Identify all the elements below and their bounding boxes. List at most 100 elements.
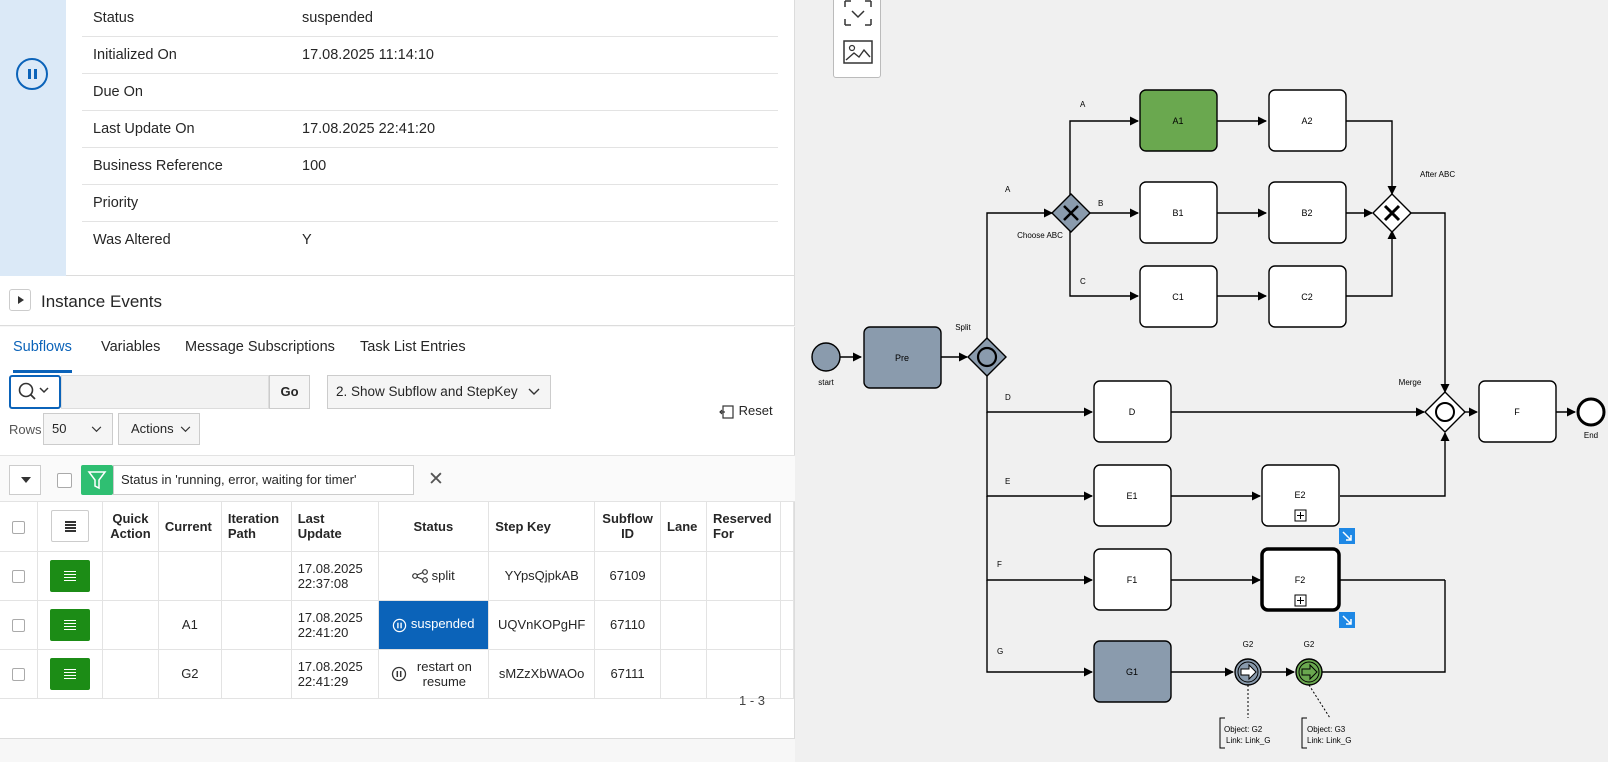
annotation-line: Object: G2	[1224, 725, 1263, 734]
status-strip	[0, 0, 66, 276]
task-a1-label: A1	[1172, 116, 1183, 126]
gateway-split[interactable]	[967, 337, 1007, 377]
header-step-key[interactable]: Step Key	[488, 502, 596, 552]
tab-subflows[interactable]: Subflows	[13, 339, 72, 373]
column-menu-button[interactable]	[51, 510, 90, 543]
merge-label: Merge	[1399, 378, 1422, 387]
link-throw-event-g2[interactable]	[1234, 658, 1262, 686]
tab-task-list-entries[interactable]: Task List Entries	[360, 339, 466, 355]
table-row: G2 17.08.2025 22:41:29 restart on resume…	[0, 649, 795, 699]
search-input[interactable]	[61, 375, 269, 409]
detail-label: Due On	[93, 84, 143, 100]
reset-button[interactable]: Reset	[719, 403, 773, 419]
drilldown-icon[interactable]	[1339, 612, 1355, 628]
task-a2[interactable]: A2	[1268, 89, 1347, 152]
task-b2[interactable]: B2	[1268, 181, 1347, 244]
expand-toggle-button[interactable]	[9, 289, 31, 311]
filter-enable-checkbox[interactable]	[57, 473, 72, 488]
row-menu-button[interactable]	[50, 608, 91, 641]
sequence-flows	[839, 116, 1576, 677]
step-key-cell: sMZzXbWAOo	[488, 649, 596, 699]
table-row: 17.08.2025 22:37:08 split YYpsQjpkAB 671…	[0, 551, 795, 601]
actions-menu-button[interactable]: Actions	[118, 413, 200, 445]
select-all-header	[0, 502, 39, 552]
annotation-g3: Object: G3 Link: Link_G	[1301, 717, 1351, 749]
task-a1[interactable]: A1	[1139, 89, 1218, 152]
header-reserved-for[interactable]: Reserved For	[706, 502, 781, 552]
row-checkbox[interactable]	[12, 668, 26, 682]
tab-variables[interactable]: Variables	[101, 339, 161, 355]
drilldown-icon[interactable]	[1339, 528, 1355, 544]
header-quick-action[interactable]: Quick Action	[102, 502, 159, 552]
fit-to-screen-icon[interactable]	[843, 0, 873, 27]
detail-label: Priority	[93, 195, 139, 211]
start-event[interactable]	[811, 342, 841, 372]
status-text: restart on resume	[416, 658, 472, 689]
link-catch-event-g2[interactable]	[1295, 658, 1323, 686]
task-g1[interactable]: G1	[1093, 640, 1172, 703]
row-menu-button[interactable]	[50, 559, 91, 592]
saved-report-select[interactable]: 2. Show Subflow and StepKey	[327, 375, 551, 409]
header-last-update[interactable]: Last Update	[291, 502, 379, 552]
end-event[interactable]	[1576, 397, 1606, 427]
row-menu-button[interactable]	[50, 657, 91, 690]
quick-action-cell	[102, 551, 159, 601]
overflow-cell	[780, 649, 795, 699]
after-abc-label: After ABC	[1420, 170, 1455, 179]
select-all-checkbox[interactable]	[12, 520, 26, 534]
annotation-associations	[1247, 684, 1331, 719]
go-button[interactable]: Go	[269, 375, 310, 409]
task-f[interactable]: F	[1478, 380, 1557, 443]
header-overflow	[780, 502, 795, 552]
task-f1[interactable]: F1	[1093, 548, 1172, 611]
task-e2[interactable]: E2	[1261, 464, 1340, 527]
reserved-for-cell	[706, 649, 781, 699]
collapse-filters-button[interactable]	[9, 465, 41, 495]
saved-report-value: 2. Show Subflow and StepKey	[336, 384, 518, 399]
quick-action-cell	[102, 649, 159, 699]
gateway-after-abc[interactable]	[1372, 193, 1412, 233]
download-image-icon[interactable]	[843, 39, 873, 65]
task-b2-label: B2	[1301, 208, 1312, 218]
task-e1-label: E1	[1126, 491, 1137, 501]
detail-value: suspended	[302, 10, 373, 26]
rows-per-page-select[interactable]: 50	[43, 413, 113, 445]
gateway-choose-abc[interactable]	[1051, 193, 1091, 233]
rows-value: 50	[52, 421, 67, 436]
header-iteration-path[interactable]: Iteration Path	[221, 502, 292, 552]
search-column-button[interactable]	[9, 375, 61, 409]
close-icon[interactable]: ✕	[428, 469, 444, 490]
overflow-cell	[780, 600, 795, 650]
header-subflow-id[interactable]: Subflow ID	[594, 502, 662, 552]
funnel-icon	[87, 471, 107, 490]
reset-label: Reset	[738, 403, 773, 418]
flow-f	[986, 496, 1093, 585]
filter-bar: Status in 'running, error, waiting for t…	[0, 455, 795, 502]
row-checkbox[interactable]	[12, 619, 26, 633]
task-c1[interactable]: C1	[1139, 265, 1218, 328]
gateway-merge[interactable]	[1424, 391, 1466, 433]
row-checkbox[interactable]	[12, 570, 26, 584]
detail-label: Status	[93, 10, 135, 26]
task-f2[interactable]: F2	[1260, 547, 1341, 612]
annotation-line: Link: Link_G	[1226, 736, 1270, 745]
row-menu-cell	[37, 551, 103, 601]
tab-message-subscriptions[interactable]: Message Subscriptions	[185, 339, 335, 355]
flow-label-f: F	[997, 560, 1002, 569]
task-b1[interactable]: B1	[1139, 181, 1218, 244]
iteration-path-cell	[221, 600, 292, 650]
status-text: split	[431, 567, 455, 583]
task-pre[interactable]: Pre	[863, 326, 942, 389]
task-f-label: F	[1514, 407, 1520, 417]
task-c2[interactable]: C2	[1268, 265, 1347, 328]
flow-after-merge	[1410, 212, 1450, 393]
task-e2-label: E2	[1294, 490, 1305, 500]
filter-text[interactable]: Status in 'running, error, waiting for t…	[113, 465, 414, 495]
header-current[interactable]: Current	[158, 502, 222, 552]
header-status[interactable]: Status	[378, 502, 490, 552]
header-lane[interactable]: Lane	[660, 502, 707, 552]
task-e1[interactable]: E1	[1093, 464, 1172, 527]
filter-icon[interactable]	[81, 465, 113, 495]
task-d[interactable]: D	[1093, 380, 1172, 443]
